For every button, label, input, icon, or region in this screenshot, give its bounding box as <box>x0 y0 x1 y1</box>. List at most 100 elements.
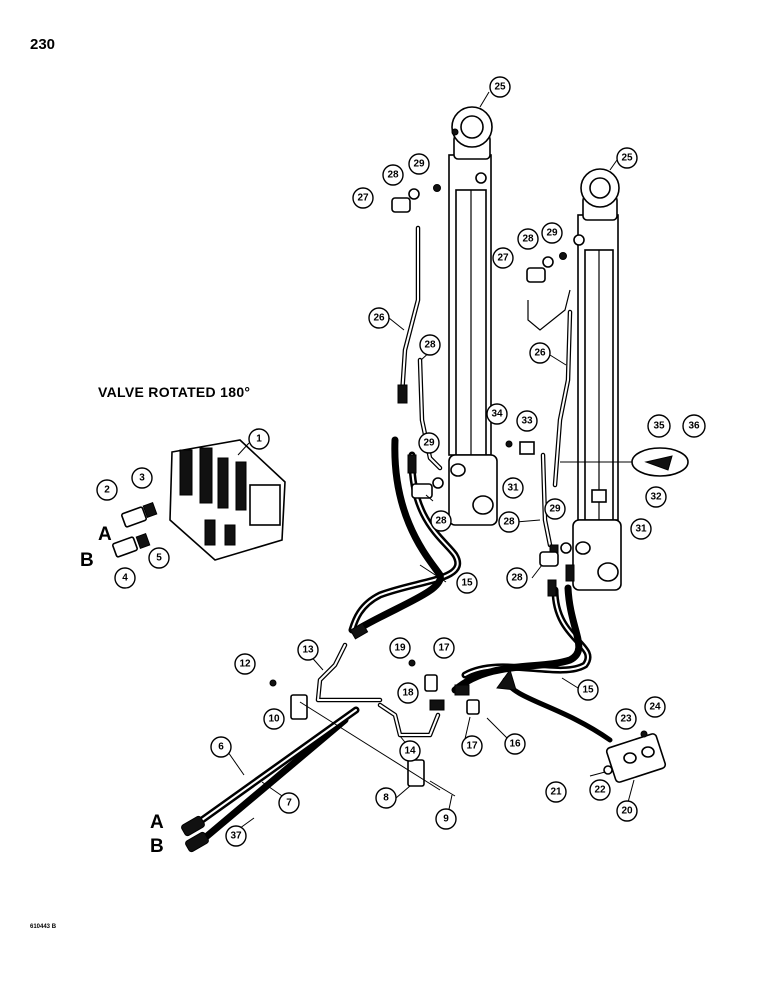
callout-33: 33 <box>516 410 538 432</box>
svg-text:26: 26 <box>373 313 385 324</box>
svg-text:6: 6 <box>218 742 224 753</box>
callout-31-mid: 31 <box>502 477 524 499</box>
svg-text:20: 20 <box>621 806 633 817</box>
callout-7: 7 <box>278 792 300 814</box>
svg-text:31: 31 <box>635 524 647 535</box>
callout-19: 19 <box>389 637 411 659</box>
svg-text:28: 28 <box>511 573 523 584</box>
callout-2: 2 <box>96 479 118 501</box>
svg-text:28: 28 <box>522 234 534 245</box>
svg-text:18: 18 <box>402 688 414 699</box>
callout-28-mid-left: 28 <box>430 510 452 532</box>
svg-text:36: 36 <box>688 421 700 432</box>
page-number: 230 <box>30 36 56 53</box>
callout-6: 6 <box>210 736 232 758</box>
callout-35: 35 <box>647 414 671 438</box>
callout-10: 10 <box>263 708 285 730</box>
callout-15-lower: 15 <box>577 679 599 701</box>
right-cylinder <box>572 168 622 591</box>
svg-text:15: 15 <box>461 578 473 589</box>
svg-text:28: 28 <box>435 516 447 527</box>
svg-text:32: 32 <box>650 492 662 503</box>
svg-text:34: 34 <box>491 409 503 420</box>
svg-text:2: 2 <box>104 485 110 496</box>
svg-text:17: 17 <box>438 643 450 654</box>
callout-8: 8 <box>375 787 397 809</box>
svg-text:25: 25 <box>494 82 506 93</box>
callout-29-right: 28 <box>517 228 539 250</box>
svg-text:4: 4 <box>122 573 128 584</box>
valve-rotated-caption: VALVE ROTATED 180° <box>98 384 251 400</box>
svg-text:28: 28 <box>387 170 399 181</box>
callout-26-left: 26 <box>368 307 390 329</box>
callout-17-upper: 17 <box>433 637 455 659</box>
svg-text:29: 29 <box>549 504 561 515</box>
svg-text:9: 9 <box>443 814 449 825</box>
hose-port-b-label: B <box>150 836 164 857</box>
flexible-hoses <box>191 436 592 846</box>
svg-text:27: 27 <box>497 253 509 264</box>
svg-text:19: 19 <box>394 643 406 654</box>
svg-text:25: 25 <box>621 153 633 164</box>
svg-text:7: 7 <box>286 798 292 809</box>
valve-port-a-label: A <box>98 524 112 545</box>
callout-27-left: 28 <box>419 334 441 356</box>
brackets-and-plate <box>269 679 667 797</box>
callout-32: 32 <box>645 486 667 508</box>
svg-text:29: 29 <box>546 228 558 239</box>
callout-5: 5 <box>148 547 170 569</box>
callout-24: 24 <box>644 696 666 718</box>
svg-text:29: 29 <box>423 438 435 449</box>
svg-text:27: 27 <box>357 193 369 204</box>
callout-20: 20 <box>616 800 638 822</box>
fittings-hardware <box>391 184 689 567</box>
callout-18: 18 <box>397 682 419 704</box>
svg-text:5: 5 <box>156 553 162 564</box>
callout-36: 36 <box>682 414 706 438</box>
callout-16: 16 <box>504 733 526 755</box>
callout-14: 14 <box>399 740 421 762</box>
svg-text:28: 28 <box>424 340 436 351</box>
callout-30-left: 29 <box>408 153 430 175</box>
svg-text:14: 14 <box>404 746 416 757</box>
callout-13: 13 <box>297 639 319 661</box>
svg-text:31: 31 <box>507 483 519 494</box>
svg-text:24: 24 <box>649 702 661 713</box>
svg-text:16: 16 <box>509 739 521 750</box>
clamps-hose-guide <box>299 659 613 791</box>
svg-text:10: 10 <box>268 714 280 725</box>
callout-30-right: 29 <box>541 222 563 244</box>
callout-29-mid-left: 29 <box>418 432 440 454</box>
callout-31-right: 31 <box>630 518 652 540</box>
svg-text:22: 22 <box>594 785 606 796</box>
left-cylinder <box>448 106 498 526</box>
svg-text:15: 15 <box>582 685 594 696</box>
svg-text:37: 37 <box>230 831 242 842</box>
callout-25-right: 25 <box>616 147 638 169</box>
callout-12: 12 <box>234 653 256 675</box>
callout-15-upper: 15 <box>456 572 478 594</box>
svg-text:12: 12 <box>239 659 251 670</box>
callout-4: 4 <box>114 567 136 589</box>
svg-text:28: 28 <box>503 517 515 528</box>
callout-21: 21 <box>545 781 567 803</box>
callout-17-lower: 17 <box>461 735 483 757</box>
callout-26-right: 26 <box>529 342 551 364</box>
svg-text:29: 29 <box>413 159 425 170</box>
callout-3: 3 <box>131 467 153 489</box>
callout-25-left: 25 <box>489 76 511 98</box>
svg-text:21: 21 <box>550 787 562 798</box>
document-code: 610443 B <box>30 924 57 930</box>
callout-28-right: 27 <box>492 247 514 269</box>
svg-text:3: 3 <box>139 473 145 484</box>
control-valve <box>112 439 286 561</box>
svg-text:26: 26 <box>534 348 546 359</box>
callout-34: 34 <box>486 403 508 425</box>
svg-text:35: 35 <box>653 421 665 432</box>
callout-27-right: 28 <box>498 511 520 533</box>
svg-text:23: 23 <box>620 714 632 725</box>
callout-9: 9 <box>435 808 457 830</box>
callout-37: 37 <box>225 825 247 847</box>
svg-text:33: 33 <box>521 416 533 427</box>
